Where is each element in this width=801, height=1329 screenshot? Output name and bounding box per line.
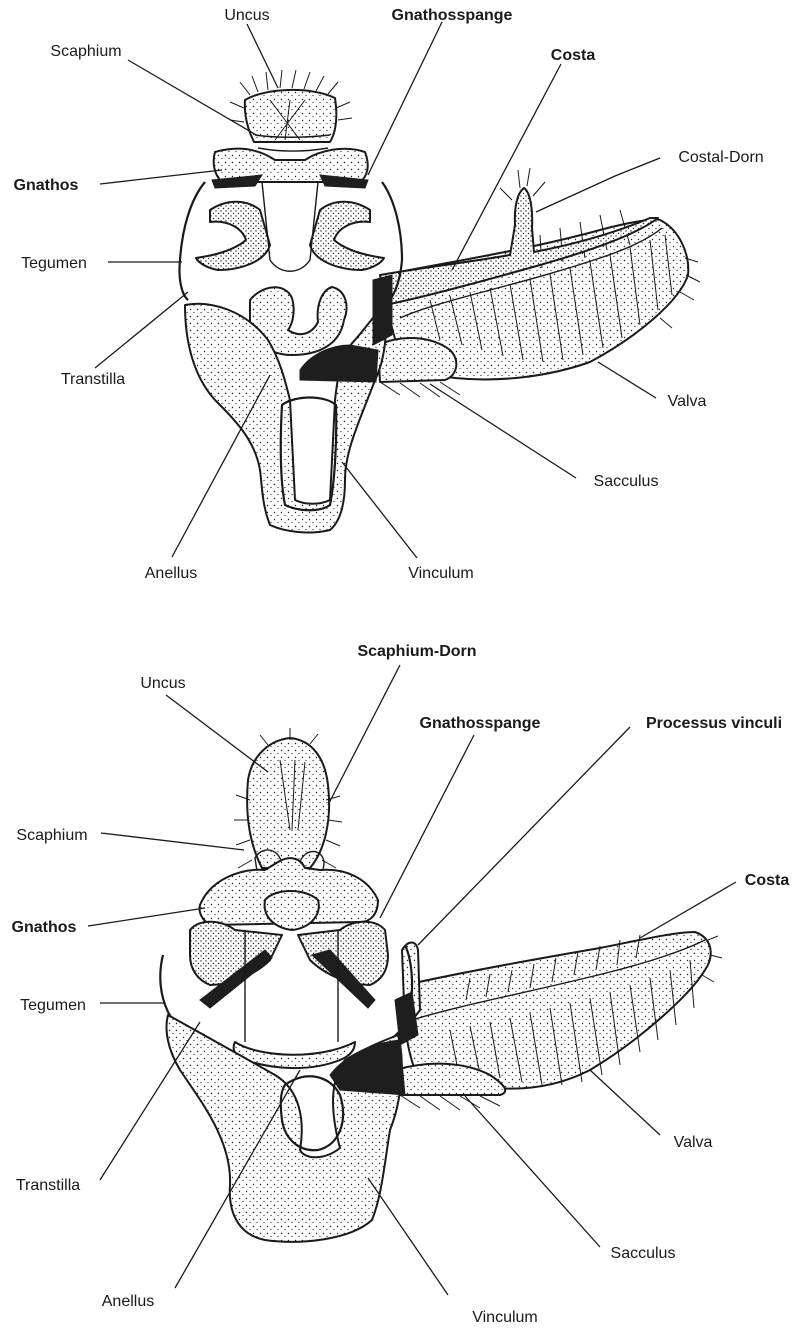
lower-costa-leader [640, 882, 736, 938]
upper-gnathosspange-leader [368, 22, 442, 175]
lower-label-valva: Valva [674, 1134, 713, 1151]
upper-costa-leader [452, 64, 561, 270]
upper-label-uncus: Uncus [224, 7, 269, 24]
upper-label-transtilla: Transtilla [61, 371, 125, 388]
upper-label-costa: Costa [551, 47, 596, 64]
lower-processus-vinculi-leader [418, 727, 630, 945]
lower-vinculum-leader [368, 1178, 448, 1295]
lower-sacculus-leader [465, 1096, 600, 1247]
lower-label-anellus: Anellus [102, 1293, 154, 1310]
lower-scaphium-leader [101, 833, 244, 850]
upper-label-gnathosspange: Gnathosspange [392, 7, 513, 24]
upper-sacculus-leader [430, 384, 576, 478]
upper-sacculus-hairs [380, 382, 460, 397]
lower-gnathos-leader [88, 908, 205, 926]
upper-label-tegumen: Tegumen [21, 255, 87, 272]
lower-label-gnathos: Gnathos [12, 919, 77, 936]
upper-valva-base-dark [373, 275, 392, 345]
upper-label-scaphium: Scaphium [50, 43, 121, 60]
upper-valva-leader [598, 362, 656, 398]
lower-label-scaphium-dorn: Scaphium-Dorn [357, 643, 476, 660]
upper-label-anellus: Anellus [145, 565, 197, 582]
lower-transtilla-leader [100, 1022, 200, 1180]
upper-central-struts [262, 182, 318, 271]
lower-gnathosspange-leader [380, 735, 474, 918]
lower-label-tegumen: Tegumen [20, 997, 86, 1014]
upper-vinculum-leader [342, 462, 417, 558]
lower-scaphium-dorn-leader [328, 665, 400, 805]
upper-uncus-drawing [245, 90, 337, 142]
upper-label-valva: Valva [668, 393, 707, 410]
upper-label-costal-dorn: Costal-Dorn [678, 149, 763, 166]
lower-label-transtilla: Transtilla [16, 1177, 80, 1194]
upper-right-arm-drawing [310, 202, 384, 270]
upper-label-sacculus: Sacculus [594, 473, 659, 490]
lower-valva-leader [590, 1070, 660, 1135]
lower-label-sacculus: Sacculus [611, 1245, 676, 1262]
lower-label-scaphium: Scaphium [16, 827, 87, 844]
lower-uncus-leader [166, 695, 268, 772]
lower-label-vinculum: Vinculum [472, 1309, 538, 1326]
upper-uncus-leader [247, 24, 278, 88]
upper-gnathos-drawing [214, 149, 368, 182]
lower-uncus-drawing [247, 738, 329, 868]
upper-scaphium-leader [128, 60, 258, 136]
lower-label-uncus: Uncus [140, 675, 185, 692]
upper-figure: Uncus Gnathosspange Scaphium Costa Costa… [14, 7, 764, 582]
lower-sacculus-hairs [400, 1095, 500, 1110]
upper-transtilla-leader [95, 292, 188, 368]
upper-label-gnathos: Gnathos [14, 177, 79, 194]
lower-label-costa: Costa [745, 872, 790, 889]
upper-tegumen-drawing [179, 182, 402, 305]
upper-left-arm-drawing [196, 202, 270, 270]
upper-costal-dorn-leader [536, 158, 660, 212]
lower-label-processus-vinculi: Processus vinculi [646, 715, 782, 732]
lower-figure: Scaphium-Dorn Uncus Gnathosspange Proces… [12, 643, 790, 1326]
upper-label-vinculum: Vinculum [408, 565, 474, 582]
lower-label-gnathosspange: Gnathosspange [420, 715, 541, 732]
